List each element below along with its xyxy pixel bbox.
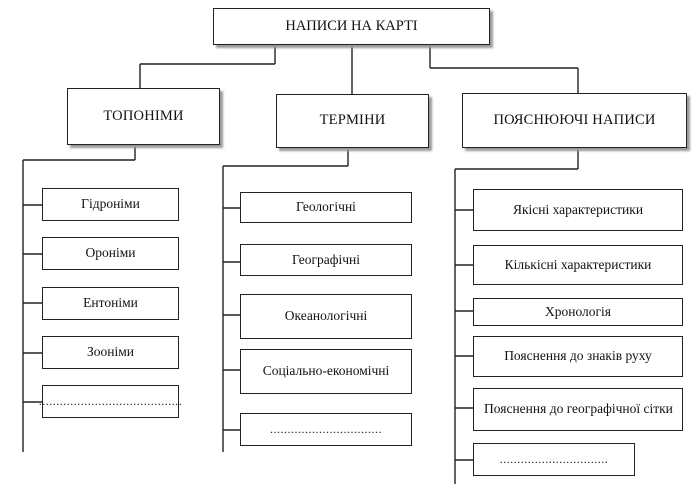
term-item-placeholder: ................................: [240, 413, 412, 446]
toponym-item: Зооніми: [42, 336, 179, 369]
term-item-label: Геологічні: [296, 199, 356, 215]
toponym-item-label: Ороніми: [85, 245, 136, 261]
term-item: Геологічні: [240, 192, 412, 223]
term-item: Соціально-економічні: [240, 349, 412, 394]
root-label: НАПИСИ НА КАРТІ: [285, 17, 418, 34]
explanatory-item-label: Пояснення до знаків руху: [504, 348, 652, 364]
explanatory-item: Кількісні характеристики: [473, 245, 683, 285]
toponym-item-label: ........................................…: [38, 394, 183, 409]
toponym-item: Ентоніми: [42, 287, 179, 320]
explanatory-item-label: Якісні характеристики: [512, 201, 644, 217]
group-toponyms-box: ТОПОНІМИ: [67, 88, 220, 145]
explanatory-item-label: Кількісні характеристики: [504, 256, 652, 272]
explanatory-item: Пояснення до географічної сітки: [473, 388, 683, 431]
group-terms-label: ТЕРМІНИ: [319, 112, 386, 129]
toponym-item: Ороніми: [42, 237, 179, 270]
explanatory-item-label: ...............................: [499, 452, 609, 467]
explanatory-item: Пояснення до знаків руху: [473, 336, 683, 377]
toponym-item-label: Гідроніми: [81, 196, 140, 212]
group-toponyms-label: ТОПОНІМИ: [103, 107, 184, 124]
term-item-label: Океанологічні: [284, 308, 368, 324]
toponym-item-placeholder: ........................................…: [39, 385, 182, 418]
toponym-item-label: Ентоніми: [83, 295, 138, 311]
term-item-label: ................................: [270, 422, 382, 437]
explanatory-item-placeholder: ...............................: [473, 443, 635, 476]
explanatory-item: Хронологія: [473, 298, 683, 326]
group-terms-box: ТЕРМІНИ: [276, 94, 429, 148]
term-item-label: Соціально-економічні: [262, 363, 390, 379]
group-explanatory-box: ПОЯСНЮЮЧІ НАПИСИ: [462, 93, 687, 148]
root-box: НАПИСИ НА КАРТІ: [213, 8, 490, 45]
explanatory-item-label: Хронологія: [544, 303, 612, 319]
explanatory-item: Якісні характеристики: [473, 189, 683, 231]
group-explanatory-label: ПОЯСНЮЮЧІ НАПИСИ: [493, 111, 656, 128]
term-item: Океанологічні: [240, 294, 412, 339]
term-item-label: Географічні: [291, 251, 361, 267]
explanatory-item-label: Пояснення до географічної сітки: [484, 401, 673, 417]
toponym-item: Гідроніми: [42, 188, 179, 221]
term-item: Географічні: [240, 244, 412, 276]
toponym-item-label: Зооніми: [86, 344, 134, 360]
